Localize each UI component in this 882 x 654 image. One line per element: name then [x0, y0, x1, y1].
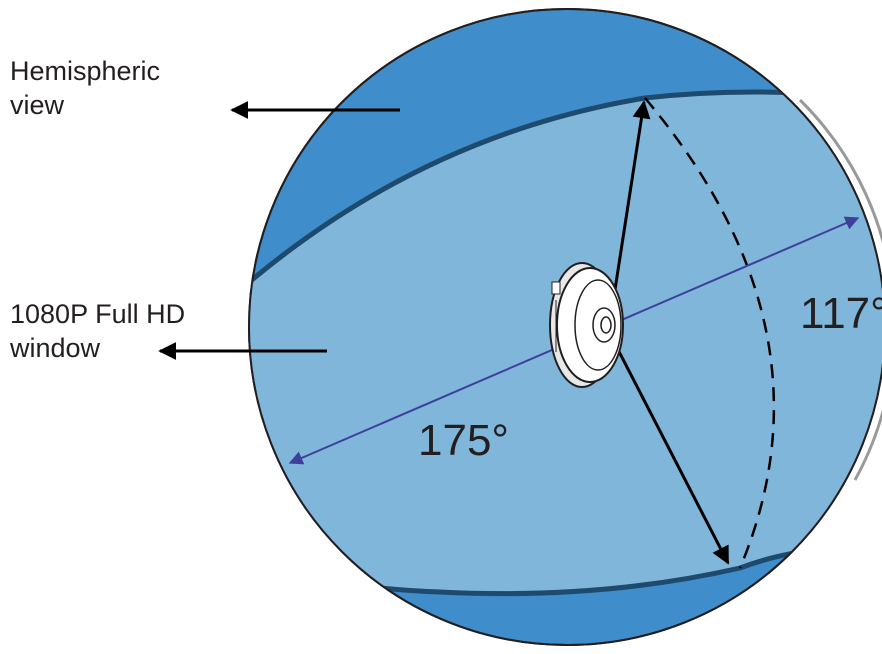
horizontal-angle-label: 175°: [418, 416, 510, 465]
hemispheric-view-label-line1: Hemispheric: [10, 56, 161, 86]
hemispheric-view-label-line2: view: [10, 90, 65, 120]
hemispheric-view-label: Hemispheric view: [10, 54, 160, 122]
vertical-angle-label: 117°: [800, 289, 882, 338]
full-hd-window-label-line1: 1080P Full HD: [10, 299, 186, 329]
full-hd-window-label-line2: window: [10, 333, 101, 363]
sphere-right-shadow: [798, 98, 882, 481]
camera-icon: [549, 262, 624, 388]
vertical-fov-arrow-bottom: [610, 337, 730, 565]
full-hd-window-label: 1080P Full HD window: [10, 297, 185, 365]
vertical-fov-arrow-top: [608, 100, 651, 323]
